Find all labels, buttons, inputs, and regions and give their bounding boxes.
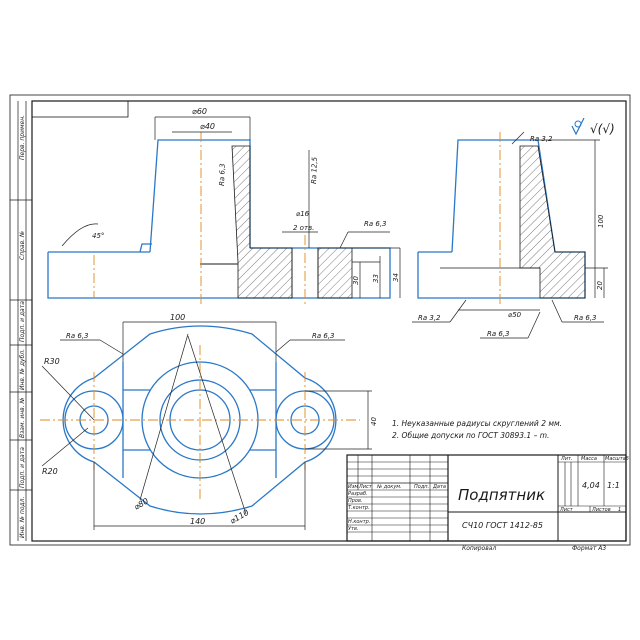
- strip-label: Инв. № подл.: [19, 497, 26, 538]
- dim-ra63e: Ra 6,3: [66, 332, 89, 340]
- dim-ra125: Ra 12,5: [310, 156, 319, 184]
- dim-ra63b: Ra 6,3: [364, 220, 387, 228]
- strip-label: Подп. и дата: [19, 447, 26, 488]
- dim-holes: 2 отв.: [293, 224, 314, 232]
- note-1: 1. Неуказанные радиусы скруглений 2 мм.: [392, 419, 562, 428]
- dim-ra63a: Ra 6,3: [218, 163, 227, 186]
- tb-row: Пров.: [348, 498, 363, 504]
- material: СЧ10 ГОСТ 1412-85: [462, 521, 543, 530]
- dim-d50: ⌀50: [508, 311, 522, 319]
- strip-label: Справ. №: [19, 231, 26, 260]
- sheet-label: Лист: [559, 507, 574, 513]
- tb-header: Подп.: [414, 484, 429, 490]
- strip-label: Инв. № дубл.: [19, 349, 26, 390]
- roughness-mark: √(√): [590, 122, 615, 136]
- dim-w100: 100: [170, 313, 185, 322]
- tb-header: Лист: [358, 484, 373, 490]
- dim-d60: ⌀60: [192, 107, 207, 116]
- tb-row: Разраб.: [348, 491, 368, 497]
- top-view: 100 Ra 6,3 Ra 6,3 R30 R20 40 ⌀80 ⌀110 14…: [40, 313, 378, 530]
- dim-ra32a: Ra 3,2: [530, 135, 553, 143]
- roughness-symbol: √(√): [571, 117, 615, 136]
- dim-ra32b: Ra 3,2: [418, 314, 441, 322]
- dim-r20: R20: [42, 467, 58, 476]
- sheets-label: Листов: [591, 507, 611, 513]
- tb-header: Изм: [348, 484, 358, 490]
- side-strip: Перв. примен. Справ. № Подп. и дата Инв.…: [10, 101, 32, 541]
- title-block: Изм Лист № докум. Подп. Дата Разраб. Про…: [346, 454, 629, 542]
- scale-value: 1:1: [607, 481, 620, 490]
- format-label: Формат А3: [572, 545, 606, 552]
- side-view: 100 20 Ra 3,2 ⌀50 Ra 3,2 Ra 6,3 Ra 6,3: [412, 131, 608, 339]
- tb-row: Н.контр.: [348, 519, 370, 525]
- scale-label: Масштаб: [605, 456, 629, 462]
- strip-label: Подп. и дата: [19, 301, 26, 342]
- dim-d16: ⌀16: [296, 210, 310, 218]
- dim-ra63d: Ra 6,3: [574, 314, 597, 322]
- dim-d80: ⌀80: [133, 496, 150, 511]
- tb-row: Т.контр.: [348, 505, 370, 511]
- dim-h30: 30: [352, 276, 360, 285]
- dim-w140: 140: [190, 517, 205, 526]
- front-view: ⌀60 ⌀40 Ra 6,3 Ra 12,5 ⌀16 2 отв. Ra 6,3…: [47, 107, 401, 305]
- top-corner-box: [31, 100, 129, 118]
- dim-d40: ⌀40: [200, 122, 215, 131]
- copied-label: Копировал: [462, 545, 496, 552]
- mass-label: Масса: [581, 456, 597, 462]
- tb-header: № докум.: [376, 484, 402, 490]
- sheets-value: 1: [618, 507, 621, 513]
- dim-ra63c: Ra 6,3: [487, 330, 510, 338]
- strip-label: Взам. инв. №: [19, 397, 26, 438]
- dim-h40: 40: [370, 417, 378, 426]
- dim-ra63f: Ra 6,3: [312, 332, 335, 340]
- outer-frame: [9, 94, 631, 546]
- lit-label: Лит.: [560, 456, 573, 462]
- note-2: 2. Общие допуски по ГОСТ 30893.1 – m.: [392, 431, 549, 440]
- strip-label: Перв. примен.: [19, 115, 26, 160]
- part-name: Подпятник: [458, 486, 545, 504]
- dim-ang: 45°: [92, 232, 104, 240]
- mass-value: 4,04: [582, 481, 600, 490]
- dim-h34: 34: [392, 273, 400, 282]
- tb-row: Утв.: [348, 526, 359, 532]
- dim-r30: R30: [44, 357, 60, 366]
- dim-h100: 100: [597, 214, 605, 228]
- dim-h20: 20: [596, 281, 604, 290]
- inner-frame: [31, 100, 627, 542]
- tb-header: Дата: [432, 484, 446, 490]
- dim-h33: 33: [372, 274, 380, 283]
